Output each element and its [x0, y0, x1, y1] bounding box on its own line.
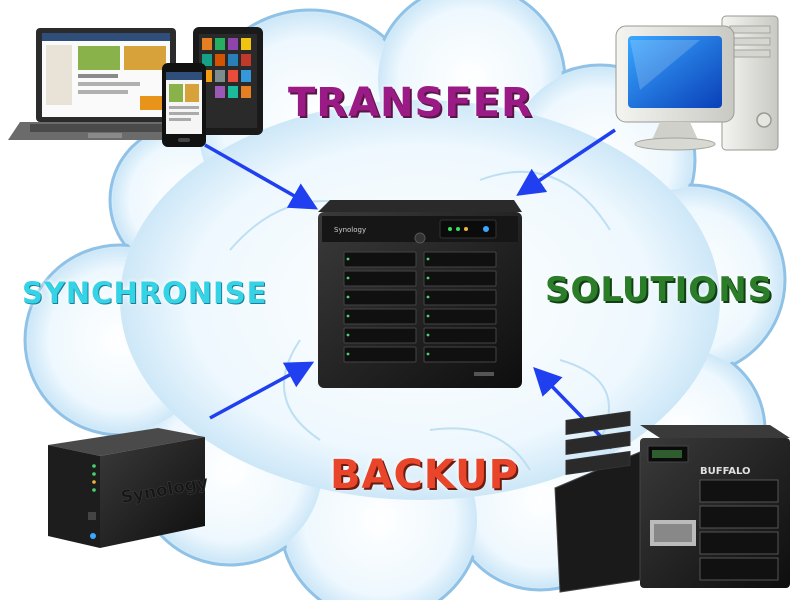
- label-backup: BACKUP: [330, 452, 519, 498]
- arrow-desktop-to-nas: [516, 128, 616, 196]
- nas-2bay-icon: Synology: [48, 428, 210, 548]
- arrow-laptop-to-nas: [204, 143, 319, 210]
- center-nas-brand: Synology: [334, 226, 366, 234]
- desktop-computer-icon: [615, 15, 779, 151]
- arrows: [204, 128, 616, 450]
- right-nas-brand: BUFFALO: [700, 466, 751, 477]
- label-synchronise: SYNCHRONISE: [22, 276, 268, 310]
- smartphone-icon: [162, 63, 206, 147]
- laptop-icon: [8, 28, 205, 140]
- tablet-icon: [193, 27, 263, 135]
- arrow-left-nas-to-center: [209, 361, 315, 420]
- nas-server-icon: Synology: [318, 200, 522, 388]
- nas-4bay-icon: BUFFALO: [554, 410, 790, 593]
- label-solutions: SOLUTIONS: [545, 270, 774, 310]
- label-transfer: TRANSFER: [288, 80, 533, 126]
